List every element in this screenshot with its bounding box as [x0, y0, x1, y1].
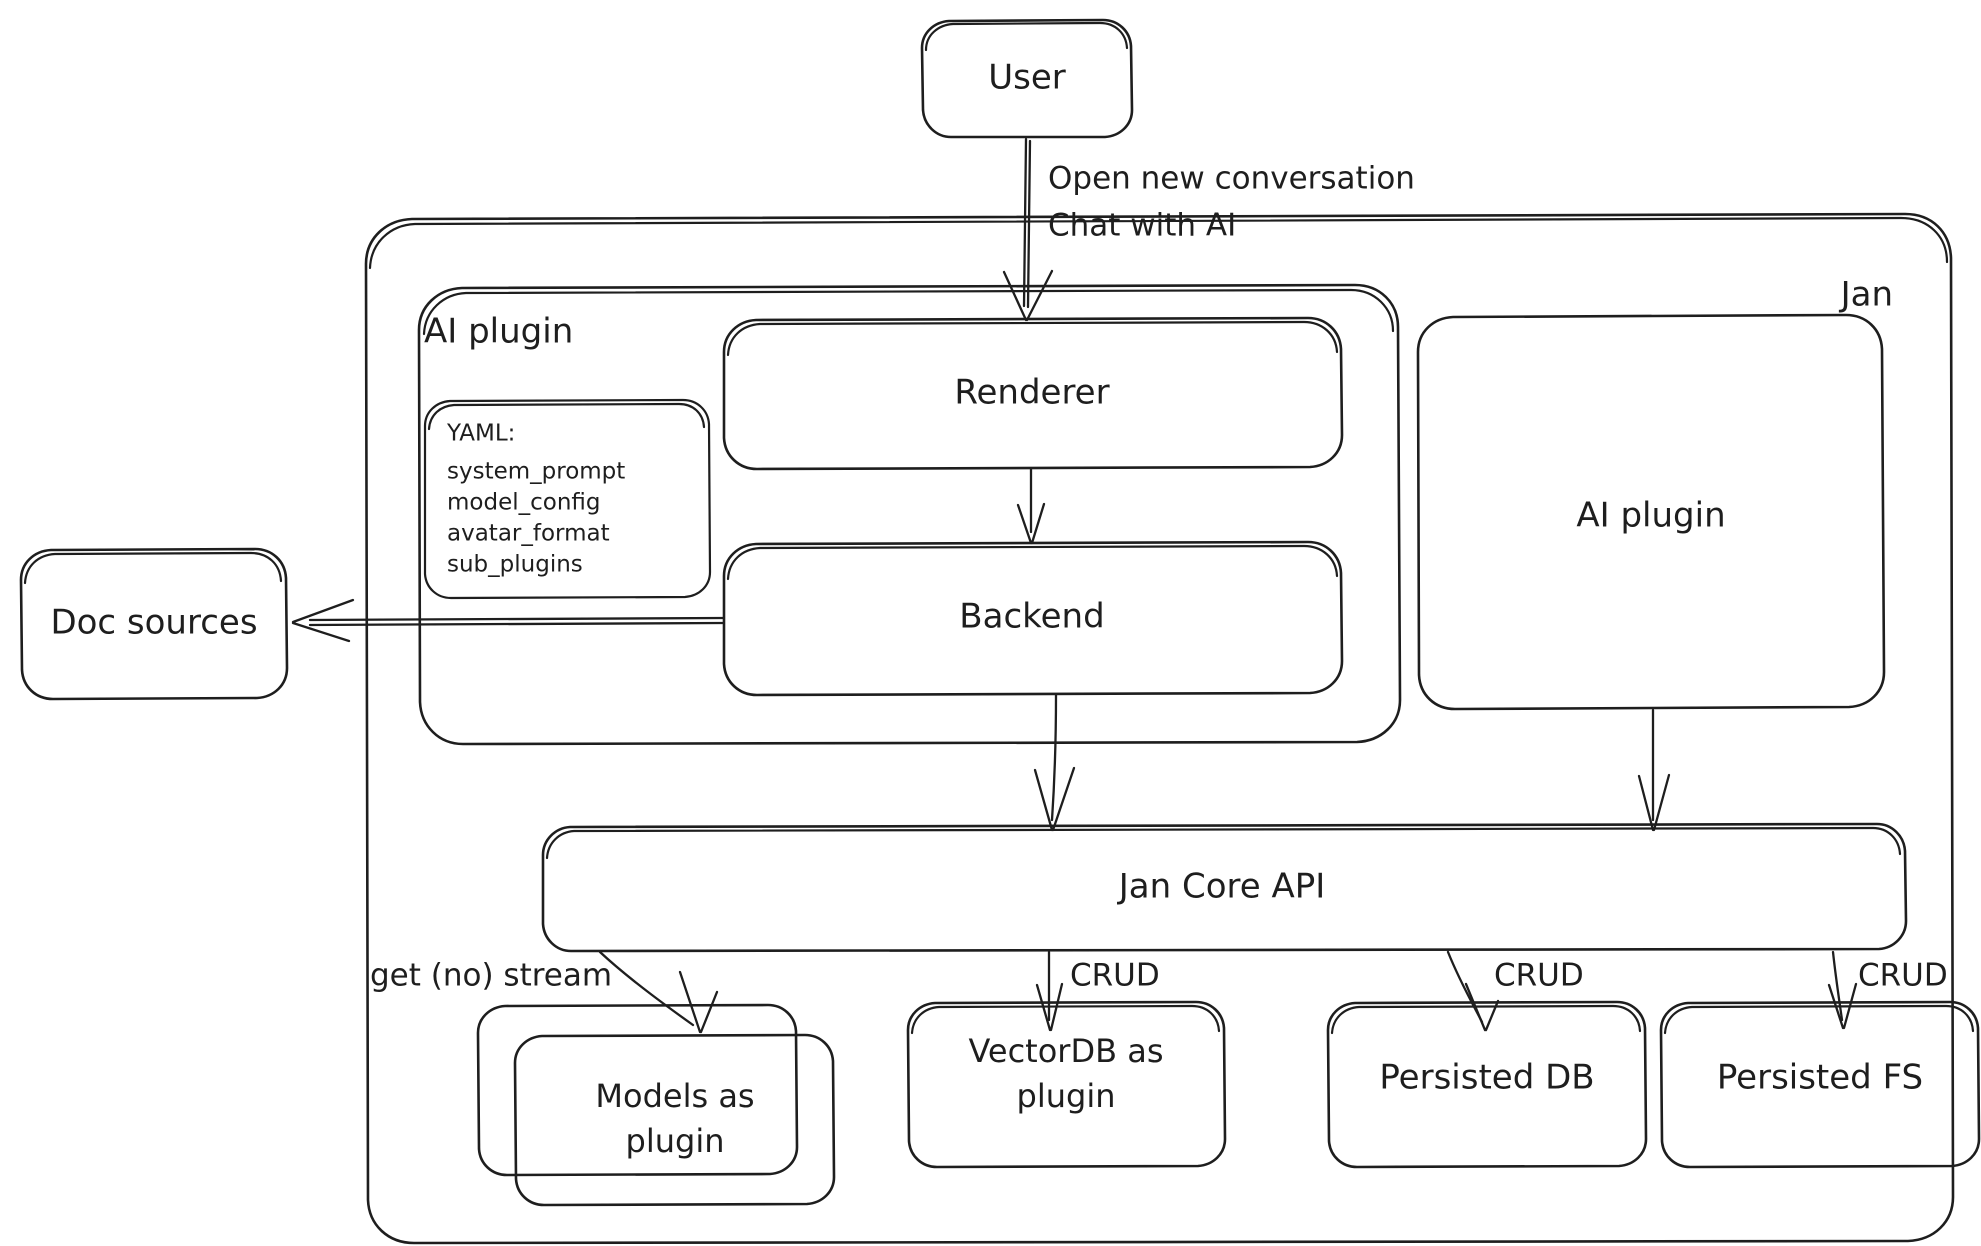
node-doc-sources-label: Doc sources: [50, 603, 257, 643]
edge-core-to-models: get (no) stream: [370, 950, 719, 1034]
node-doc-sources[interactable]: Doc sources: [19, 547, 289, 701]
yaml-heading: YAML:: [446, 421, 515, 447]
node-persisted-db[interactable]: Persisted DB: [1326, 1000, 1648, 1169]
node-jan-core-api[interactable]: Jan Core API: [541, 822, 1908, 953]
node-models-as-plugin-label-line2: plugin: [626, 1122, 725, 1160]
edge-backend-to-doc-sources: [291, 598, 725, 643]
edge-renderer-to-backend: [1016, 467, 1046, 545]
node-persisted-fs[interactable]: Persisted FS: [1659, 1000, 1981, 1169]
node-user-label: User: [988, 58, 1066, 98]
node-persisted-fs-label: Persisted FS: [1717, 1058, 1923, 1098]
node-user[interactable]: User: [920, 18, 1134, 139]
node-renderer-label: Renderer: [954, 373, 1109, 413]
node-persisted-db-label: Persisted DB: [1379, 1058, 1594, 1098]
edge-label-get-no-stream: get (no) stream: [370, 958, 612, 994]
edge-label-crud-persisted-db: CRUD: [1494, 958, 1584, 994]
yaml-key-avatar-format: avatar_format: [447, 521, 610, 547]
edge-ai-plugin-to-jan-core-api: [1637, 708, 1671, 832]
node-backend-label: Backend: [959, 597, 1104, 637]
node-models-as-plugin-label-line1: Models as: [595, 1077, 754, 1115]
edge-user-to-renderer: Open new conversation Chat with AI: [1002, 137, 1415, 322]
node-models-as-plugin[interactable]: Models as plugin: [476, 1003, 836, 1207]
node-vectordb-as-plugin-label-line1: VectorDB as: [968, 1032, 1163, 1070]
node-ai-plugin-right[interactable]: AI plugin: [1416, 313, 1886, 711]
node-renderer[interactable]: Renderer: [722, 316, 1344, 471]
edge-core-to-persisted-db: CRUD: [1446, 950, 1584, 1032]
edge-label-crud-vectordb: CRUD: [1070, 958, 1160, 994]
node-ai-plugin-right-label: AI plugin: [1576, 496, 1725, 536]
node-vectordb-as-plugin[interactable]: VectorDB as plugin: [906, 1000, 1227, 1169]
container-jan-label: Jan: [1839, 275, 1893, 315]
container-jan: Jan: [364, 212, 1955, 1245]
container-ai-plugin-group-label: AI plugin: [424, 312, 573, 352]
edge-label-crud-persisted-fs: CRUD: [1858, 958, 1948, 994]
edge-label-chat-with-ai: Chat with AI: [1048, 208, 1236, 244]
edge-core-to-persisted-fs: CRUD: [1827, 950, 1948, 1030]
edge-backend-to-jan-core-api: [1033, 693, 1076, 832]
card-yaml-config: YAML: system_prompt model_config avatar_…: [423, 398, 712, 600]
yaml-key-model-config: model_config: [447, 490, 601, 516]
node-vectordb-as-plugin-label-line2: plugin: [1017, 1077, 1116, 1115]
yaml-key-sub-plugins: sub_plugins: [447, 552, 583, 578]
edge-label-open-new-conversation: Open new conversation: [1048, 161, 1415, 197]
node-jan-core-api-label: Jan Core API: [1117, 867, 1326, 907]
yaml-key-system-prompt: system_prompt: [447, 459, 625, 485]
edge-core-to-vectordb: CRUD: [1035, 950, 1160, 1032]
node-backend[interactable]: Backend: [722, 540, 1344, 697]
container-ai-plugin-group: AI plugin: [417, 283, 1402, 746]
